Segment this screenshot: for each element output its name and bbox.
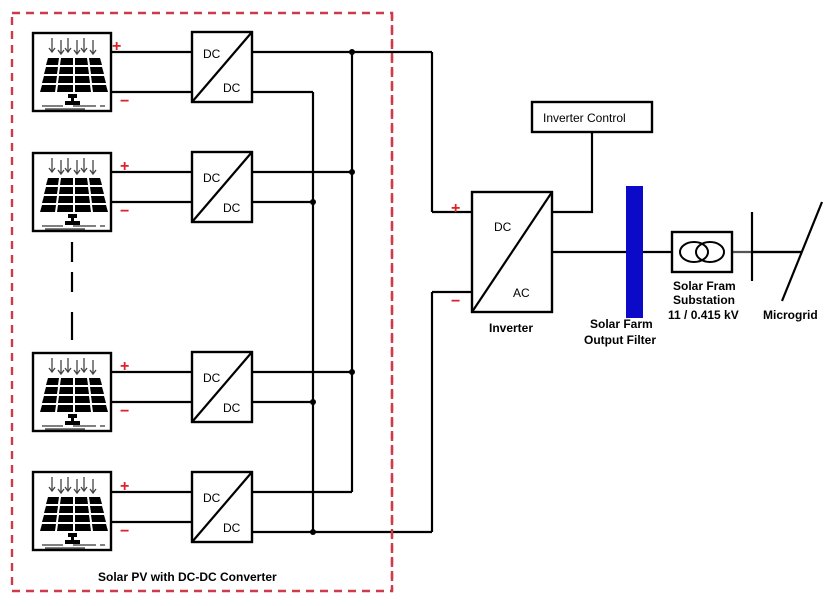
substation-label-line2: Substation xyxy=(673,293,735,307)
minus-sign: − xyxy=(120,93,129,110)
converter-label-bottom: DC xyxy=(223,401,241,415)
dc-dc-converter xyxy=(190,470,254,544)
converter-label-top: DC xyxy=(203,47,221,61)
plus-sign: + xyxy=(120,478,129,495)
plus-sign: + xyxy=(120,358,129,375)
converter-label-top: DC xyxy=(203,171,221,185)
pv-wires xyxy=(111,50,192,524)
solar-panel-icon xyxy=(31,151,113,233)
pv-group-border xyxy=(10,11,394,593)
transformer-icon xyxy=(670,230,734,274)
plus-sign: + xyxy=(120,158,129,175)
dc-dc-converter xyxy=(190,30,254,104)
dc-dc-converter xyxy=(190,150,254,224)
inverter-caption: Inverter xyxy=(489,321,533,335)
converter-label-top: DC xyxy=(203,491,221,505)
inverter-control-label: Inverter Control xyxy=(543,111,626,125)
filter-label-line1: Solar Farm xyxy=(590,317,653,331)
minus-sign: − xyxy=(451,293,460,310)
minus-sign: − xyxy=(120,523,129,540)
pv-group-label: Solar PV with DC-DC Converter xyxy=(98,570,277,584)
microgrid-label: Microgrid xyxy=(763,308,818,322)
solar-panel-icon xyxy=(31,31,113,113)
minus-sign: − xyxy=(120,203,129,220)
converter-label-bottom: DC xyxy=(223,81,241,95)
inverter-label-ac: AC xyxy=(513,286,530,300)
output-filter xyxy=(626,186,643,318)
filter-label-line2: Output Filter xyxy=(584,333,656,347)
converter-label-top: DC xyxy=(203,371,221,385)
junction-dots xyxy=(310,49,355,535)
plus-sign: + xyxy=(451,200,460,217)
inverter-label-dc: DC xyxy=(494,220,512,234)
inverter-control-block xyxy=(530,100,654,134)
converter-label-bottom: DC xyxy=(223,201,241,215)
solar-panel-icon xyxy=(31,351,113,433)
inverter-block xyxy=(470,190,554,314)
dc-bus-wires xyxy=(252,50,472,534)
converter-label-bottom: DC xyxy=(223,521,241,535)
substation-label-line3: 11 / 0.415 kV xyxy=(668,308,739,322)
dc-dc-converter xyxy=(190,350,254,424)
substation-label-line1: Solar Fram xyxy=(673,279,736,293)
control-wire xyxy=(552,132,594,214)
microgrid-line xyxy=(780,201,824,302)
solar-panel-icon xyxy=(31,470,113,552)
plus-sign: + xyxy=(112,38,121,55)
minus-sign: − xyxy=(120,403,129,420)
